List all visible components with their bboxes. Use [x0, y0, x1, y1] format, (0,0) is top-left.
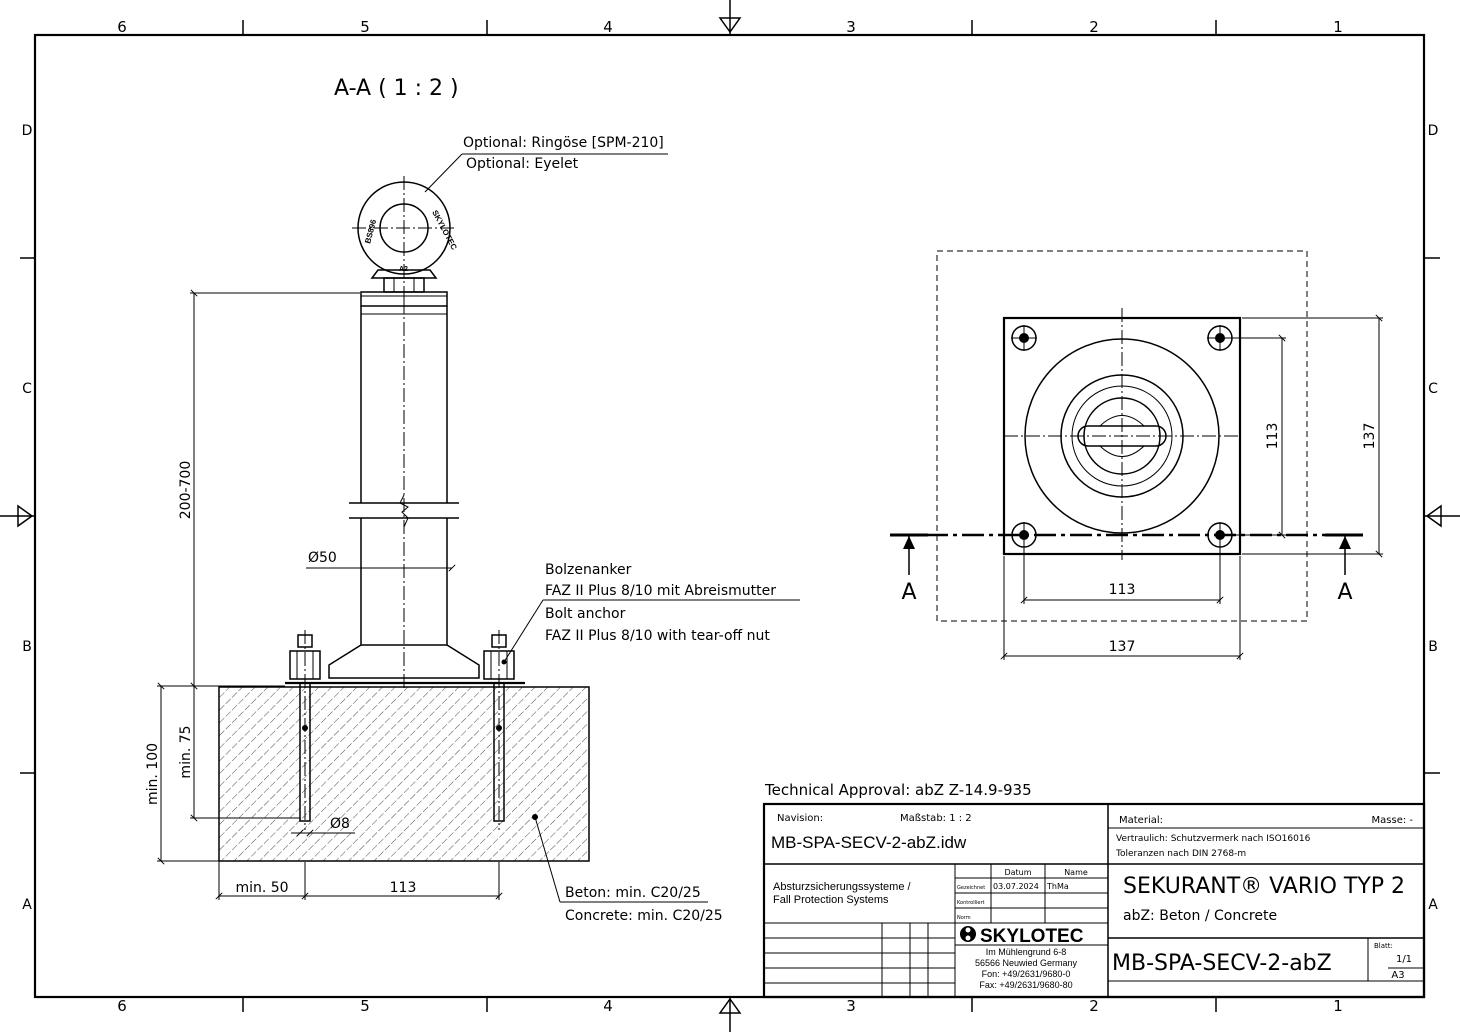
dim-137-horizontal: 137: [1109, 639, 1136, 655]
frame-row-label: C: [1428, 381, 1438, 397]
material-label: Material:: [1119, 815, 1163, 826]
dim-bolt-dia: Ø8: [330, 816, 350, 832]
col-datum: Datum: [1004, 868, 1031, 877]
section-mark-left: A: [901, 580, 916, 605]
title-block: [762, 802, 1426, 999]
confidential-note: Vertraulich: Schutzvermerk nach ISO16016: [1116, 834, 1311, 844]
address-2: 56566 Neuwied Germany: [975, 958, 1078, 968]
section-mark-right: A: [1337, 580, 1352, 605]
frame-col-label: 3: [846, 997, 856, 1015]
concrete-label-de: Beton: min. C20/25: [565, 885, 701, 901]
frame-column-labels: 6 5 4 3 2 1 6 5 4 3 2 1: [117, 18, 1343, 1015]
dim-diameter: Ø50: [308, 550, 337, 566]
eyelet: SKYLOTEC BS896 A2: [352, 153, 668, 300]
frame-col-label: 2: [1089, 18, 1099, 36]
drawing-number: MB-SPA-SECV-2-abZ: [1112, 951, 1332, 976]
company-line-2: Fall Protection Systems: [773, 894, 889, 906]
dim-height: 200-700: [178, 461, 194, 520]
frame-col-label: 3: [846, 18, 856, 36]
address-3: Fon: +49/2631/9680-0: [982, 969, 1071, 979]
concrete-leader: [532, 814, 708, 903]
sheet-format: A3: [1391, 970, 1404, 981]
address-1: Im Mühlengrund 6-8: [986, 947, 1067, 957]
anchor-label-de-1: Bolzenanker: [545, 562, 632, 578]
frame-col-label: 4: [603, 997, 613, 1015]
mass-label: Masse: -: [1372, 815, 1414, 826]
anchor-leader: [501, 599, 800, 665]
frame-col-label: 5: [360, 18, 370, 36]
frame-col-label: 2: [1089, 997, 1099, 1015]
frame-col-label: 1: [1333, 997, 1343, 1015]
frame-row-label: D: [1428, 123, 1439, 139]
frame-col-label: 5: [360, 997, 370, 1015]
concrete-label-en: Concrete: min. C20/25: [565, 908, 723, 924]
frame-col-label: 4: [603, 18, 613, 36]
drawn-date: 03.07.2024: [993, 882, 1039, 891]
filename: MB-SPA-SECV-2-abZ.idw: [771, 833, 967, 852]
frame-row-label: A: [22, 897, 32, 913]
anchor-label-en-1: Bolt anchor: [545, 606, 626, 622]
frame-row-label: C: [22, 381, 32, 397]
eyelet-label-de: Optional: Ringöse [SPM-210]: [463, 135, 664, 151]
scale-label: Maßstab: 1 : 2: [900, 813, 972, 824]
technical-approval: Technical Approval: abZ Z-14.9-935: [764, 781, 1032, 799]
anchor-label-en-2: FAZ II Plus 8/10 with tear-off nut: [545, 628, 770, 644]
dim-min100: min. 100: [145, 743, 161, 805]
tolerances-note: Toleranzen nach DIN 2768-m: [1115, 849, 1246, 859]
row-gezeichnet: Gezeichnet: [957, 885, 985, 891]
dim-spacing: 113: [390, 880, 417, 896]
plan-view: [890, 250, 1363, 622]
section-dimensions: [157, 289, 503, 900]
logo-text: SKYLOTEC: [980, 926, 1084, 947]
product-subtitle: abZ: Beton / Concrete: [1123, 908, 1277, 924]
eyelet-label-en: Optional: Eyelet: [466, 156, 579, 172]
anchor-label-de-2: FAZ II Plus 8/10 mit Abreismutter: [545, 583, 776, 599]
sheet-value: 1/1: [1396, 954, 1412, 965]
frame-row-label: B: [22, 639, 32, 655]
frame-col-label: 6: [117, 18, 127, 36]
eyelet-mark: SKYLOTEC: [430, 209, 459, 252]
bolt-anchor-left: [289, 630, 321, 830]
bolt-anchor-right: [483, 630, 515, 830]
dim-min75: min. 75: [178, 725, 194, 778]
dim-113-vertical: 113: [1265, 423, 1281, 450]
address-4: Fax: +49/2631/9680-80: [979, 980, 1072, 990]
frame-col-label: 6: [117, 997, 127, 1015]
dim-137-vertical: 137: [1362, 423, 1378, 450]
skylotec-logo: SKYLOTEC: [960, 926, 1084, 947]
dim-113-horizontal: 113: [1109, 582, 1136, 598]
company-line-1: Absturzsicherungssysteme /: [773, 881, 911, 893]
frame-row-label: A: [1428, 897, 1438, 913]
concrete-block: [218, 686, 590, 862]
frame-row-labels: D C B A D C B A: [22, 123, 1439, 913]
eyelet-mark: A2: [399, 266, 408, 273]
frame-col-label: 1: [1333, 18, 1343, 36]
post: [285, 291, 525, 690]
row-norm: Norm: [957, 915, 971, 921]
frame-row-label: B: [1428, 639, 1438, 655]
col-name: Name: [1064, 868, 1088, 877]
dim-min50: min. 50: [235, 880, 288, 896]
product-title: SEKURANT® VARIO TYP 2: [1123, 874, 1405, 899]
section-title: A-A ( 1 : 2 ): [334, 76, 459, 101]
sheet-label: Blatt:: [1374, 942, 1393, 950]
plan-dimensions: [1000, 314, 1383, 660]
navision-label: Navision:: [777, 813, 823, 824]
drawn-by: ThMa: [1046, 882, 1069, 891]
frame-row-label: D: [22, 123, 33, 139]
eyelet-mark: BS896: [363, 218, 378, 244]
row-kontrolliert: Kontrolliert: [957, 900, 985, 906]
